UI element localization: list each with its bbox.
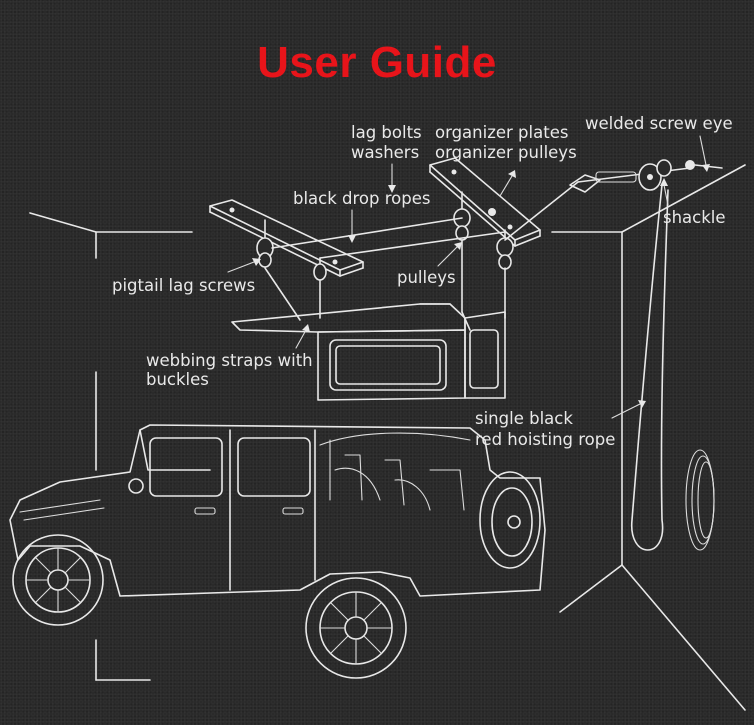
rear-wheel	[305, 577, 407, 679]
pulleys-group	[256, 191, 514, 281]
label-organizer-plates: organizer plates	[435, 123, 569, 142]
hardtop	[231, 303, 506, 401]
label-webbing-straps-line1: webbing straps with	[146, 351, 313, 370]
jeep	[9, 424, 546, 597]
annotation-arrows	[227, 135, 710, 419]
ropes	[264, 167, 691, 551]
label-webbing-straps-line2: buckles	[146, 370, 209, 389]
label-pulleys: pulleys	[397, 268, 456, 287]
organizer-plate-right	[429, 157, 541, 247]
garage-outline	[29, 164, 746, 711]
label-hoisting-rope-line2: red hoisting rope	[475, 430, 616, 449]
shackle-assembly	[569, 159, 723, 193]
label-hoisting-rope-line1: single black	[475, 409, 573, 428]
label-pigtail-lag-screws: pigtail lag screws	[112, 276, 256, 295]
label-shackle: shackle	[663, 208, 726, 227]
label-lag-bolts: lag bolts	[351, 123, 422, 142]
page-title: User Guide	[257, 38, 497, 87]
label-black-drop-ropes: black drop ropes	[293, 189, 431, 208]
label-welded-screw-eye: welded screw eye	[585, 114, 733, 133]
label-washers: washers	[351, 143, 420, 162]
label-organizer-pulleys: organizer pulleys	[435, 143, 577, 162]
front-wheel	[12, 534, 104, 626]
rope-coil	[685, 449, 715, 551]
